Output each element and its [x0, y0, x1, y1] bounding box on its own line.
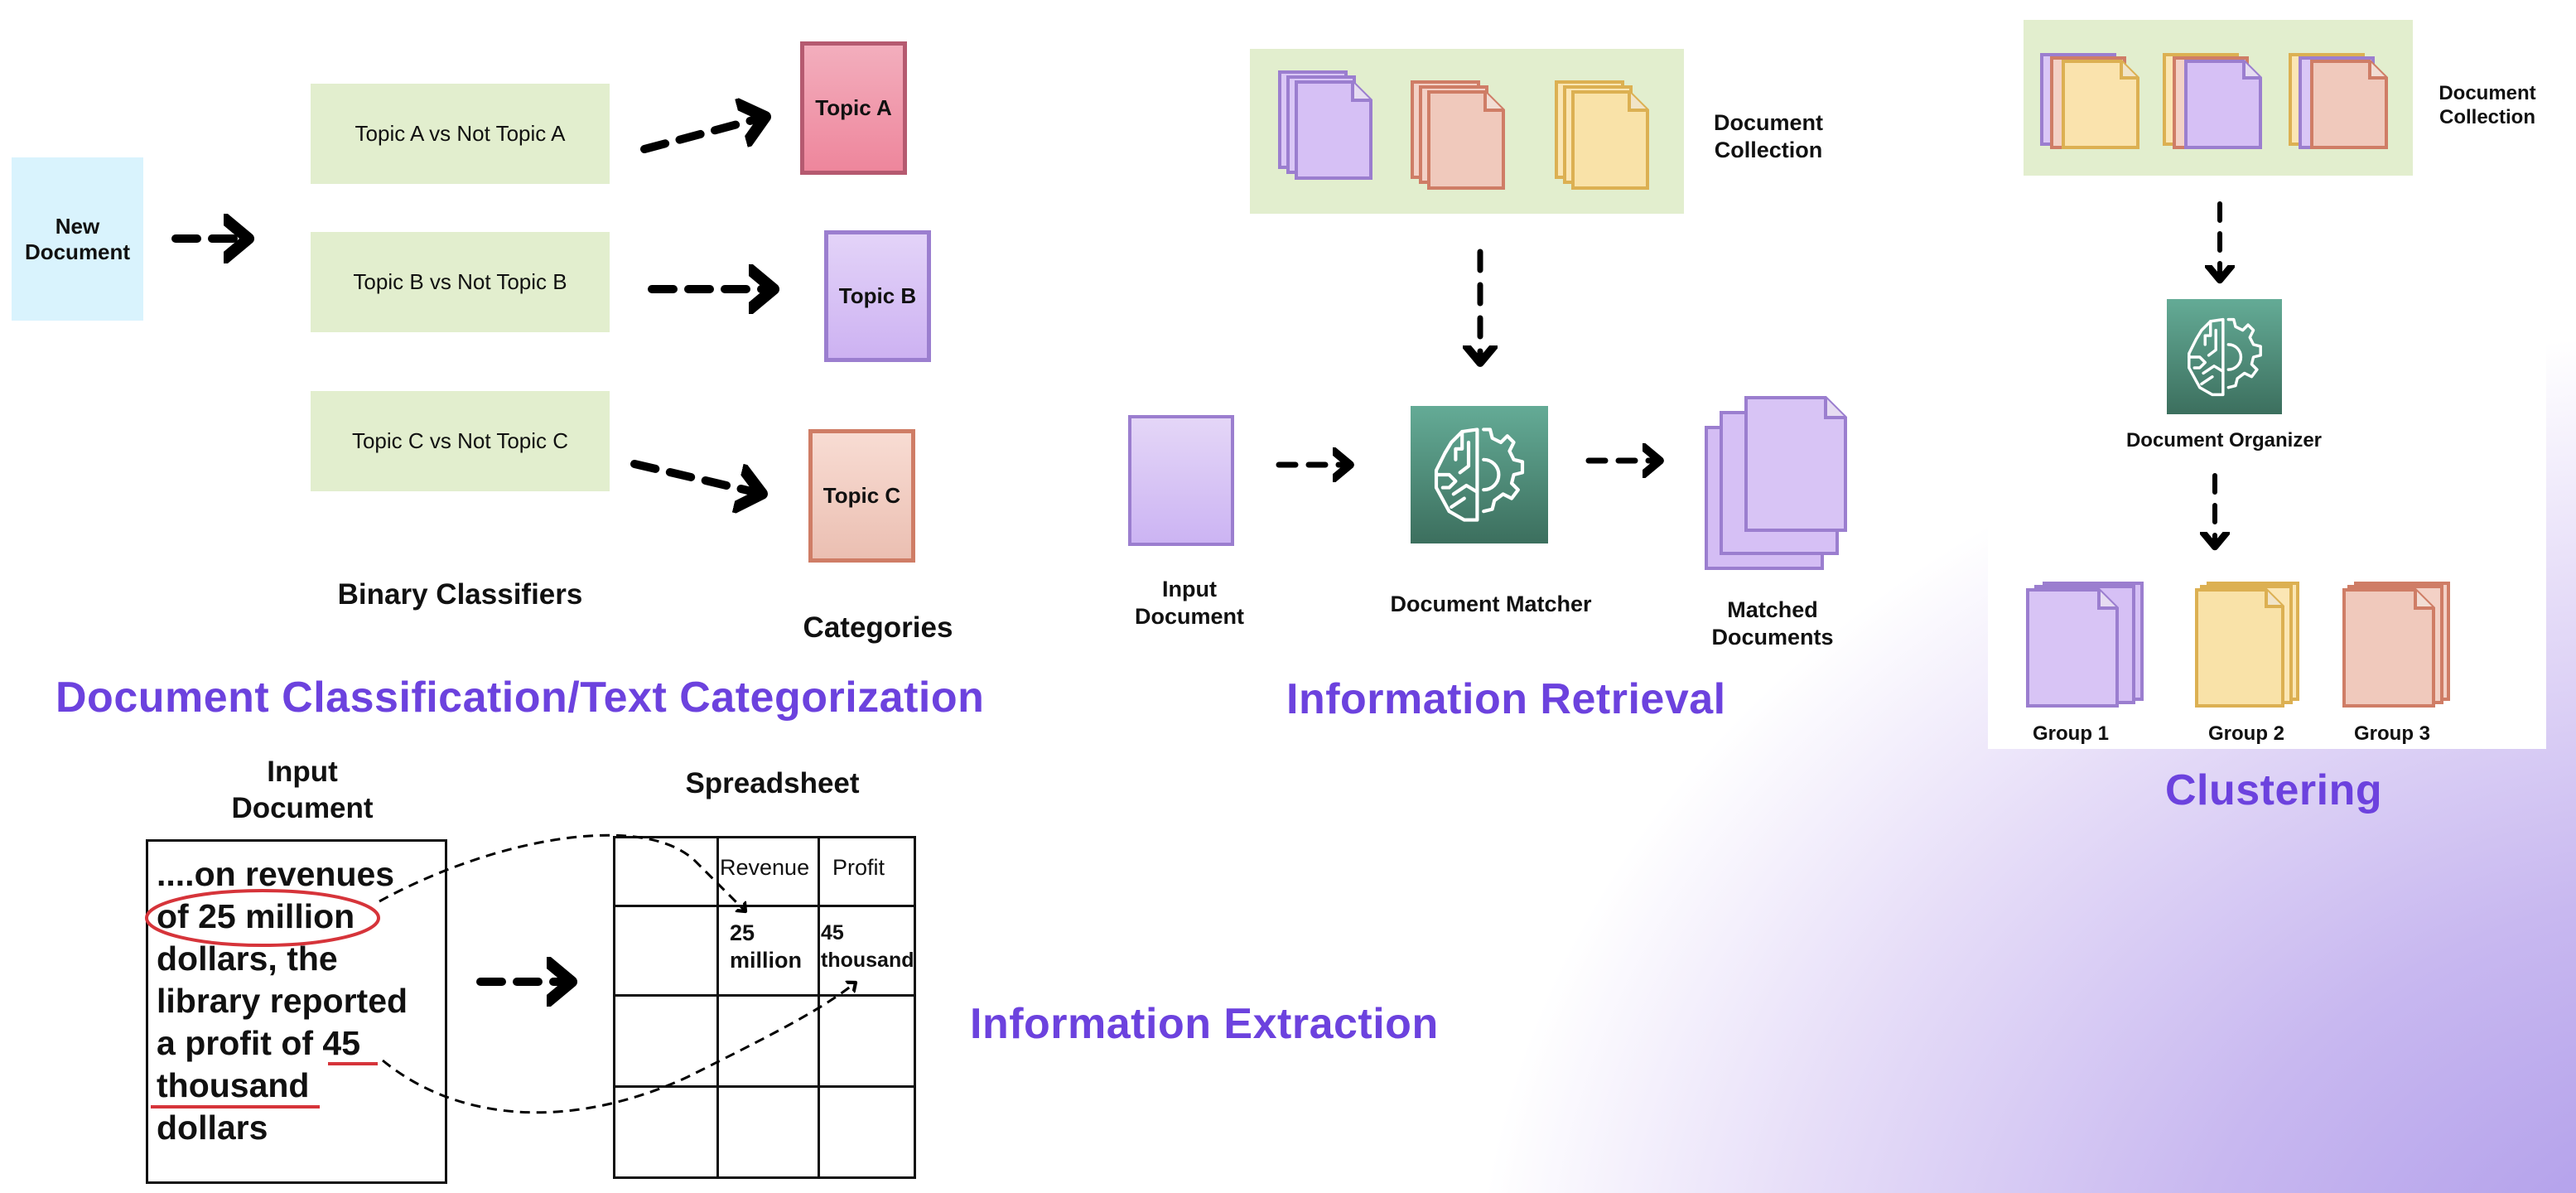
retrieval-heading: Information Retrieval	[1286, 675, 1726, 723]
ir-doc-stack-red	[1411, 80, 1505, 190]
sheet-header-revenue: Revenue	[720, 855, 810, 880]
sheet-grid-h2	[615, 994, 914, 997]
arrow-to-topic-a	[640, 117, 765, 153]
doc-line: library reported	[157, 982, 408, 1020]
new-document-label-line1: New	[55, 213, 100, 239]
doc-line: thousand	[157, 1066, 310, 1104]
classifier-label-b: Topic B vs Not Topic B	[353, 269, 567, 294]
document-matcher-label: Document Matcher	[1390, 592, 1592, 616]
document-organizer-tile	[2167, 299, 2282, 414]
highlight-25-million	[145, 889, 380, 947]
cl-collection-docs	[2040, 53, 2388, 149]
curve-profit	[382, 983, 856, 1114]
cl-mixed-stack-2	[2163, 53, 2262, 149]
sheet-grid-h3	[615, 1085, 914, 1088]
classifier-box-a: Topic A vs Not Topic A	[311, 84, 610, 184]
group-2-label: Group 2	[2207, 722, 2284, 745]
group-1-label: Group 1	[2032, 722, 2109, 745]
classification-heading: Document Classification/Text Categorizat…	[55, 674, 985, 722]
ir-doc-stack-yellow	[1555, 80, 1649, 190]
ir-collection-docs	[1278, 70, 1649, 190]
doc-line: ....on revenues	[157, 855, 395, 893]
classifier-box-b: Topic B vs Not Topic B	[311, 232, 610, 332]
sheet-cell-revenue-value: 25 million	[730, 920, 802, 973]
document-organizer-label: Document Organizer	[2125, 429, 2323, 452]
sheet-header-profit: Profit	[832, 855, 885, 880]
category-topic-b: Topic B	[824, 230, 931, 362]
sheet-cell-profit-value: 45 thousand	[821, 921, 914, 972]
curve-revenue	[379, 833, 745, 911]
ie-spreadsheet: Revenue Profit 25 million 45 thousand	[613, 836, 916, 1179]
doc-line: a profit of 45	[157, 1024, 361, 1062]
group-1-stack	[2026, 582, 2144, 708]
doc-line: of 25 million	[157, 897, 355, 935]
group-2-stack	[2195, 582, 2299, 708]
brain-gear-icon	[2187, 317, 2262, 396]
ir-matched-docs	[1705, 396, 1847, 570]
clustering-arrows	[2154, 201, 2253, 563]
ir-input-document	[1128, 415, 1234, 546]
extraction-heading: Information Extraction	[970, 1000, 1439, 1048]
cl-mixed-stack-3	[2289, 53, 2388, 149]
group-3-label: Group 3	[2353, 722, 2430, 745]
category-label-c: Topic C	[822, 483, 901, 508]
sheet-grid-h1	[615, 905, 914, 907]
arrow-to-topic-c	[630, 460, 762, 494]
category-topic-a: Topic A	[800, 41, 907, 175]
category-label-a: Topic A	[815, 95, 892, 120]
doc-line: dollars	[157, 1108, 268, 1147]
category-topic-c: Topic C	[808, 429, 915, 563]
category-label-b: Topic B	[838, 283, 917, 308]
ie-spreadsheet-title: Spreadsheet	[685, 767, 860, 799]
cl-mixed-stack-1	[2040, 53, 2139, 149]
classifier-label-c: Topic C vs Not Topic C	[351, 428, 569, 453]
new-document-label-line2: Document	[24, 239, 131, 264]
cluster-groups	[2026, 582, 2450, 708]
classification-arrows	[171, 0, 994, 663]
clustering-heading: Clustering	[2165, 766, 2383, 814]
classifier-label-a: Topic A vs Not Topic A	[355, 121, 566, 146]
categories-label: Categories	[803, 611, 953, 644]
document-matcher-tile	[1411, 406, 1548, 543]
ir-doc-stack-purple	[1278, 70, 1372, 180]
retrieval-arrows	[1276, 249, 1739, 497]
classifier-box-c: Topic C vs Not Topic C	[311, 391, 610, 491]
brain-gear-icon	[1434, 427, 1525, 522]
group-3-stack	[2342, 582, 2450, 708]
binary-classifiers-label: Binary Classifiers	[337, 578, 583, 611]
extraction-annotations	[145, 833, 994, 1114]
sheet-grid-v1	[716, 838, 719, 1176]
ie-input-document: ....on revenues of 25 million dollars, t…	[146, 839, 447, 1184]
